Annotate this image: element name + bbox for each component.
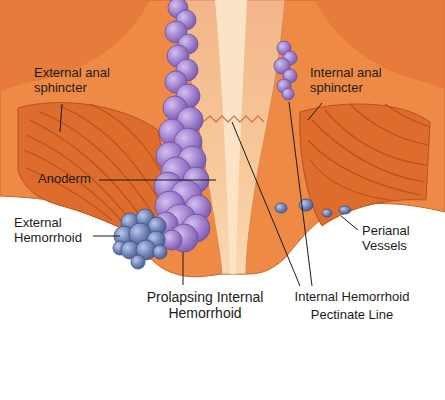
anatomy-label: Internal anal sphincter (310, 66, 410, 96)
internal-sphincter-muscle (300, 104, 430, 226)
anatomy-label: External anal sphincter (34, 66, 129, 96)
anatomy-label: External Hemorrhoid (14, 216, 96, 246)
muscle-fibers (24, 104, 162, 232)
anoderm (215, 0, 247, 274)
pectinate-line (203, 116, 264, 122)
anatomy-label: Anoderm (38, 172, 118, 187)
prolapsing-internal-hemorrhoid (154, 0, 211, 252)
anatomy-label: Pectinate Line (277, 308, 427, 323)
anatomy-label: Perianal Vessels (362, 224, 436, 254)
internal-hemorrhoid (274, 41, 297, 100)
muscle-fibers (308, 104, 430, 200)
anatomy-label: Internal Hemorrhoid (277, 290, 427, 305)
perianal-tissue (0, 0, 445, 277)
anatomy-label: Prolapsing Internal Hemorrhoid (135, 289, 275, 321)
external-hemorrhoid (113, 209, 167, 269)
perianal-vessels (275, 199, 351, 217)
leader-lines (60, 102, 358, 286)
